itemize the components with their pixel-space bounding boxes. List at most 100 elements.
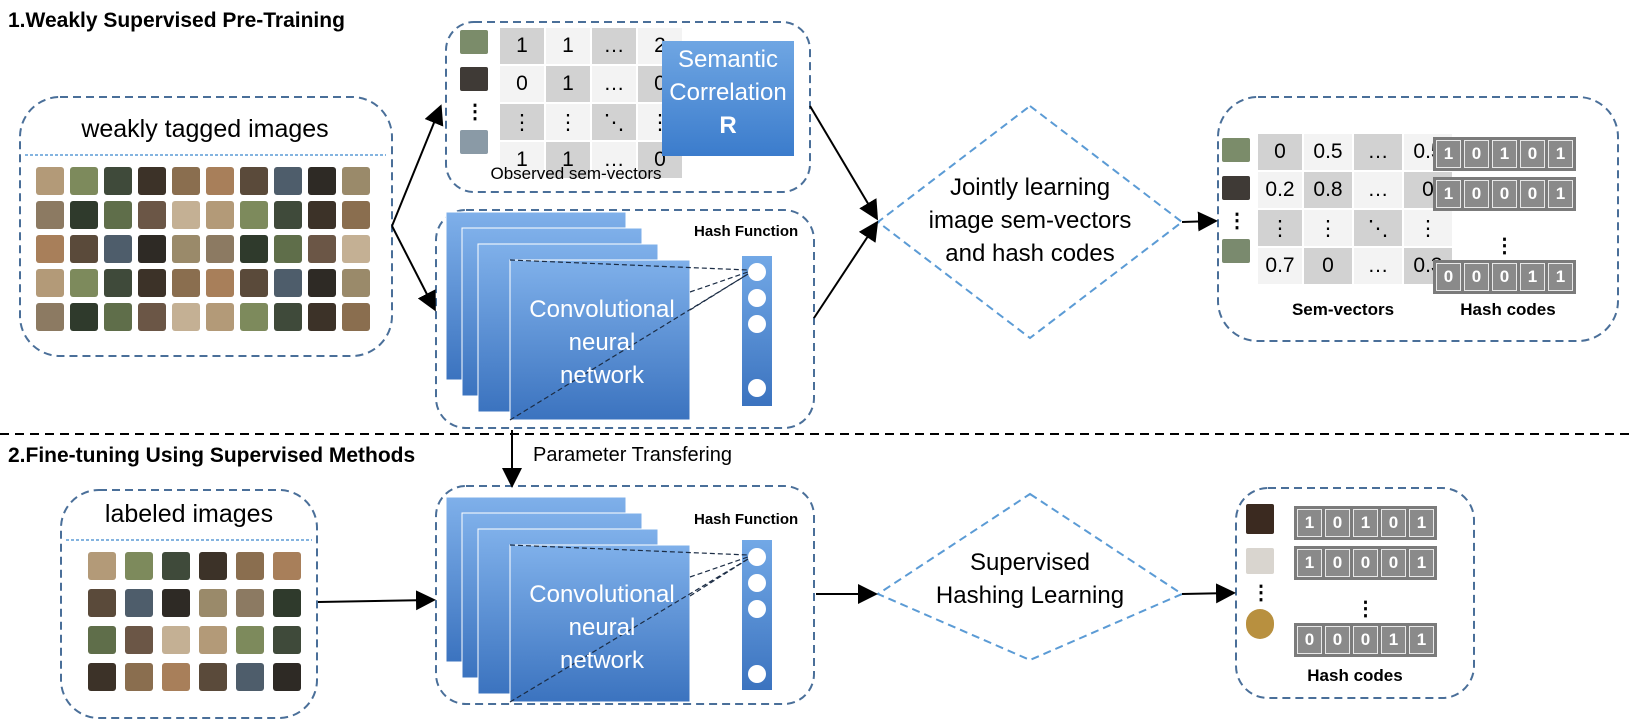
sem-row-vdots: ⋮: [1227, 210, 1247, 232]
image-thumbnail: [138, 303, 166, 331]
image-thumbnail: [273, 663, 301, 691]
image-thumbnail: [308, 303, 336, 331]
image-thumbnail: [88, 589, 116, 617]
image-thumbnail: [240, 235, 268, 263]
stage2-input-title: labeled images: [104, 500, 274, 528]
stage2-cnn-box: [435, 485, 815, 705]
image-thumbnail: [162, 626, 190, 654]
image-thumbnail: [138, 269, 166, 297]
semantic-label-1: Semantic: [677, 46, 779, 73]
image-thumbnail: [206, 303, 234, 331]
image-thumbnail: [172, 235, 200, 263]
image-thumbnail: [104, 201, 132, 229]
image-thumbnail: [70, 235, 98, 263]
hash-bit: 0: [1464, 180, 1489, 208]
image-thumbnail: [70, 303, 98, 331]
image-thumbnail: [104, 303, 132, 331]
matrix-cell: 1: [546, 66, 590, 102]
hash-bit: 0: [1464, 263, 1489, 291]
image-thumbnail: [308, 167, 336, 195]
stage2-cnn-line-2: neural: [568, 614, 636, 641]
hash-bit: 0: [1353, 626, 1378, 654]
matrix-cell: …: [1354, 248, 1402, 284]
parameter-transfer-label: Parameter Transfering: [533, 444, 732, 466]
image-thumbnail: [240, 167, 268, 195]
stage1-hash-codes-caption: Hash codes: [1460, 300, 1556, 319]
image-thumbnail: [236, 626, 264, 654]
image-thumbnail: [342, 269, 370, 297]
stage2-hash-dashes: [509, 544, 749, 703]
matrix-cell: ⋮: [500, 104, 544, 140]
image-thumbnail: [342, 303, 370, 331]
stage2-cnn-line-3: network: [559, 647, 645, 674]
image-thumbnail: [342, 235, 370, 263]
stage2-hash-nodes: [748, 548, 766, 683]
hash-code-vdots: ⋮: [1494, 235, 1515, 257]
hash-bit: 0: [1520, 140, 1545, 168]
stage2-input-box: [60, 489, 318, 719]
flow-arrows: [317, 104, 1236, 611]
hash-bit: 0: [1520, 180, 1545, 208]
image-thumbnail: [104, 269, 132, 297]
sem-row-images: ⋮: [1222, 138, 1252, 263]
joint-line-2: image sem-vectors: [928, 207, 1132, 234]
image-thumbnail: [162, 589, 190, 617]
image-thumbnail: [308, 235, 336, 263]
stage1-cnn-line-1: Convolutional: [529, 296, 675, 323]
stage2-output-box: [1235, 487, 1475, 699]
hash-bit: 0: [1381, 509, 1406, 537]
matrix-cell: ⋱: [1354, 210, 1402, 246]
matrix-cell: 1: [546, 142, 590, 178]
row-image-1: [460, 30, 488, 54]
matrix-cell: 1: [500, 28, 544, 64]
image-thumbnail: [240, 303, 268, 331]
supervised-line-2: Hashing Learning: [935, 582, 1125, 609]
stage2-row-image-2: [1246, 548, 1274, 574]
image-thumbnail: [172, 167, 200, 195]
labeled-image-thumbnails: [88, 552, 301, 691]
observed-semvectors-caption: Observed sem-vectors: [490, 164, 662, 183]
sem-row-image-2: [1222, 176, 1250, 200]
matrix-cell: …: [592, 28, 636, 64]
image-thumbnail: [273, 552, 301, 580]
hash-bit: 0: [1353, 549, 1378, 577]
image-thumbnail: [36, 167, 64, 195]
hash-bit: 0: [1492, 263, 1517, 291]
matrix-cell: 1: [546, 28, 590, 64]
image-thumbnail: [206, 167, 234, 195]
image-thumbnail: [199, 663, 227, 691]
matrix-cell: ⋮: [546, 104, 590, 140]
image-thumbnail: [70, 167, 98, 195]
hash-bit: 1: [1381, 626, 1406, 654]
image-thumbnail: [342, 201, 370, 229]
stage1-cnn-box: [435, 209, 815, 429]
image-thumbnail: [172, 303, 200, 331]
hash-bit: 0: [1325, 509, 1350, 537]
hash-bit: 0: [1436, 263, 1461, 291]
stage1-input-title: weakly tagged images: [81, 115, 329, 143]
image-thumbnail: [125, 663, 153, 691]
matrix-cell: 0.2: [1258, 172, 1302, 208]
matrix-cell: 0: [1258, 134, 1302, 170]
stage2-hash-codes-caption: Hash codes: [1307, 666, 1403, 685]
hash-bit: 1: [1409, 549, 1434, 577]
image-thumbnail: [104, 167, 132, 195]
matrix-cell: 1: [500, 142, 544, 178]
image-thumbnail: [36, 269, 64, 297]
image-thumbnail: [36, 201, 64, 229]
image-thumbnail: [104, 235, 132, 263]
image-thumbnail: [88, 626, 116, 654]
stage1-cnn-line-2: neural: [568, 329, 636, 356]
image-thumbnail: [125, 552, 153, 580]
semantic-label-2: Correlation: [669, 79, 787, 106]
stage2-row-images: ⋮: [1246, 504, 1276, 639]
stage2-row-image-4: [1246, 609, 1274, 639]
image-thumbnail: [138, 235, 166, 263]
image-thumbnail: [206, 201, 234, 229]
image-thumbnail: [88, 663, 116, 691]
stage1-cnn-label: Convolutional neural network: [512, 293, 692, 392]
